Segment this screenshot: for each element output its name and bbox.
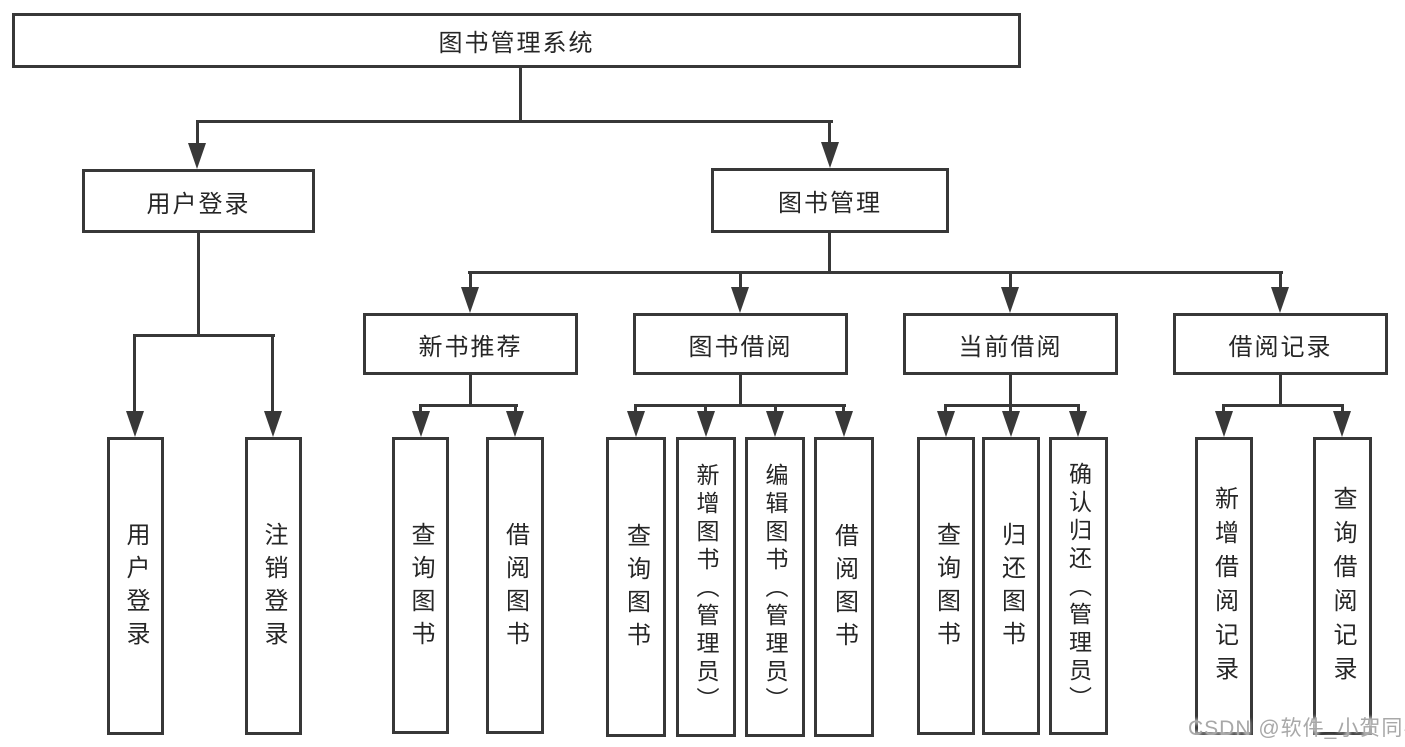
connector-line <box>1222 404 1344 407</box>
arrow-down-icon <box>461 287 479 313</box>
connector-line <box>704 404 707 416</box>
watermark: CSDN @软件_小贺同学 <box>1188 717 1405 740</box>
node-book-borrowing: 图书借阅 <box>633 313 848 375</box>
node-user-login-leaf: 用户登录 <box>107 437 164 735</box>
node-borrow-records: 借阅记录 <box>1173 313 1388 375</box>
connector-line <box>133 334 136 412</box>
connector-line <box>944 404 947 416</box>
connector-line <box>133 334 275 337</box>
connector-line <box>1009 373 1012 407</box>
connector-line <box>196 120 833 123</box>
arrow-down-icon <box>126 411 144 437</box>
connector-line <box>271 334 274 412</box>
arrow-down-icon <box>1002 411 1020 437</box>
connector-line <box>469 271 472 291</box>
node-current-borrowing: 当前借阅 <box>903 313 1118 375</box>
arrow-down-icon <box>731 287 749 313</box>
node-new-book-recommend: 新书推荐 <box>363 313 578 375</box>
connector-line <box>828 120 831 146</box>
arrow-down-icon <box>1333 411 1351 437</box>
arrow-down-icon <box>1215 411 1233 437</box>
node-edit-book-admin: 编辑图书（管理员） <box>745 437 805 737</box>
node-query-borrow-record: 查询借阅记录 <box>1313 437 1372 735</box>
arrow-down-icon <box>835 411 853 437</box>
node-user-login: 用户登录 <box>82 169 315 233</box>
node-query-books: 查询图书 <box>392 437 449 734</box>
connector-line <box>1222 404 1225 416</box>
connector-line <box>419 404 422 416</box>
connector-line <box>1279 271 1282 291</box>
node-book-management: 图书管理 <box>711 168 949 233</box>
connector-line <box>1009 271 1012 291</box>
connector-line <box>634 404 846 407</box>
connector-line <box>1279 373 1282 407</box>
node-borrow-books: 借阅图书 <box>486 437 544 734</box>
connector-line <box>739 271 742 291</box>
arrow-down-icon <box>697 411 715 437</box>
node-library-management-system: 图书管理系统 <box>12 13 1021 68</box>
arrow-down-icon <box>1069 411 1087 437</box>
arrow-down-icon <box>412 411 430 437</box>
connector-line <box>944 404 1080 407</box>
connector-line <box>468 271 1283 274</box>
connector-line <box>514 404 517 416</box>
connector-line <box>1077 404 1080 416</box>
arrow-down-icon <box>1271 287 1289 313</box>
connector-line <box>197 232 200 336</box>
node-add-borrow-record: 新增借阅记录 <box>1195 437 1253 735</box>
node-query-books: 查询图书 <box>917 437 975 735</box>
connector-line <box>419 404 518 407</box>
arrow-down-icon <box>506 411 524 437</box>
arrow-down-icon <box>821 142 839 168</box>
node-confirm-return-admin: 确认归还（管理员） <box>1049 437 1108 735</box>
connector-line <box>1009 404 1012 416</box>
arrow-down-icon <box>766 411 784 437</box>
connector-line <box>774 404 777 416</box>
node-add-book-admin: 新增图书（管理员） <box>676 437 736 737</box>
node-query-books: 查询图书 <box>606 437 666 737</box>
arrow-down-icon <box>937 411 955 437</box>
connector-line <box>519 66 522 122</box>
node-return-books: 归还图书 <box>982 437 1040 735</box>
connector-line <box>634 404 637 416</box>
arrow-down-icon <box>627 411 645 437</box>
connector-line <box>469 373 472 407</box>
arrow-down-icon <box>188 143 206 169</box>
arrow-down-icon <box>1001 287 1019 313</box>
connector-line <box>196 120 199 146</box>
connector-line <box>1341 404 1344 416</box>
connector-line <box>828 231 831 274</box>
connector-line <box>842 404 845 416</box>
node-logout: 注销登录 <box>245 437 302 735</box>
arrow-down-icon <box>264 411 282 437</box>
node-borrow-books: 借阅图书 <box>814 437 874 737</box>
connector-line <box>739 373 742 407</box>
